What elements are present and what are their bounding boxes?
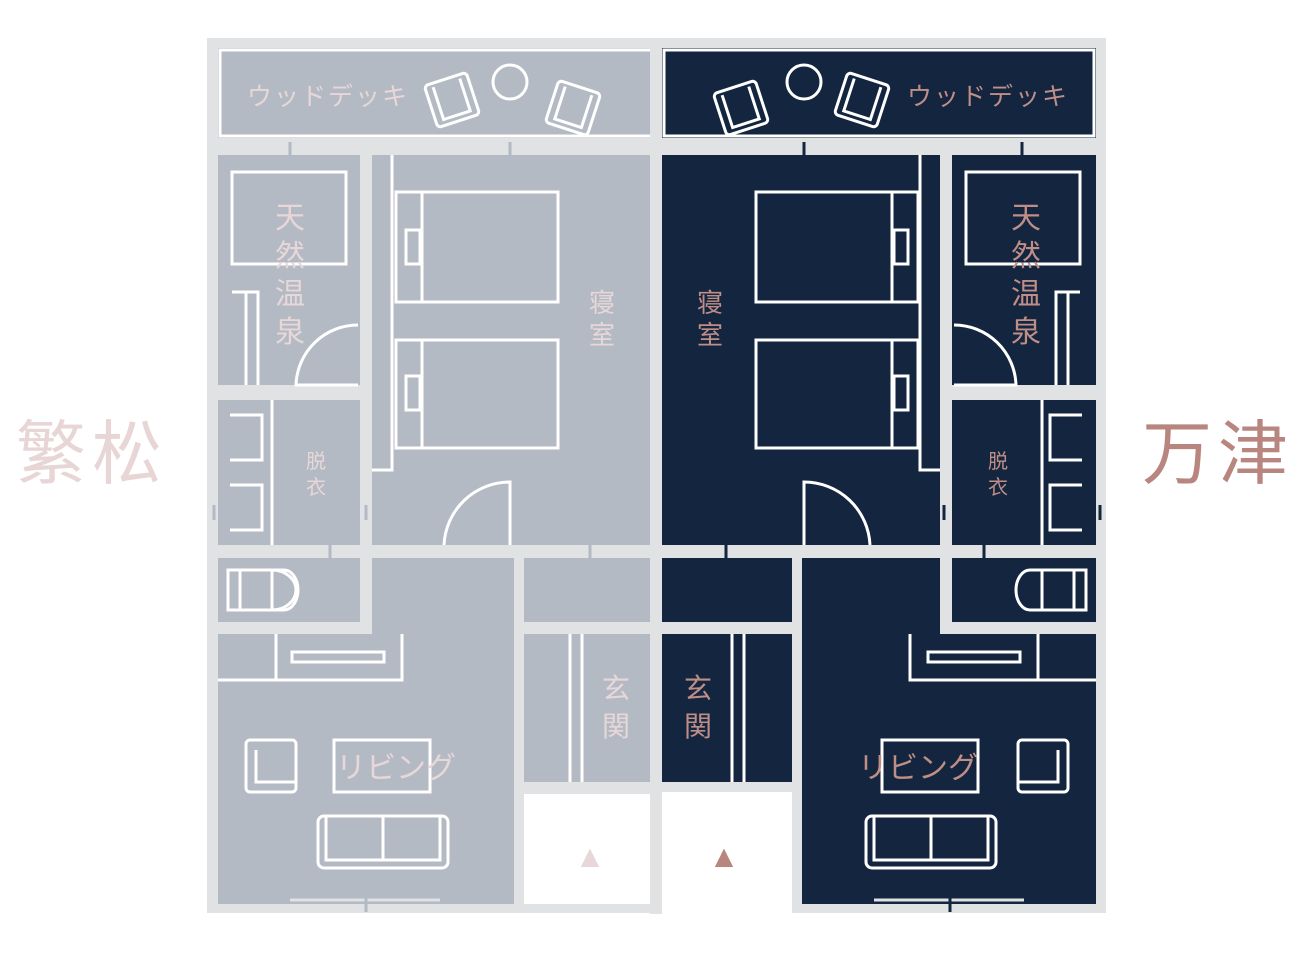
svg-text:関: 関 [684,710,712,743]
party-wall [650,38,662,914]
svg-text:脱: 脱 [988,449,1008,473]
right-entry-marker: ▲ [715,842,734,870]
left-onsen-label: 天 然 温 泉 [275,201,305,350]
svg-text:玄: 玄 [602,672,630,705]
svg-text:然: 然 [1011,239,1041,274]
right-living-label: リビング [858,751,978,786]
svg-text:温: 温 [1011,277,1041,312]
left-deck-label: ウッドデッキ [247,82,409,111]
svg-text:天: 天 [1011,201,1041,236]
svg-text:天: 天 [275,201,305,236]
svg-text:衣: 衣 [988,475,1008,499]
svg-text:室: 室 [589,321,615,351]
right-onsen-label: 天 然 温 泉 [1011,201,1041,350]
svg-text:然: 然 [275,239,305,274]
right-unit-name: 万津 [1142,413,1294,495]
left-dressing-label: 脱 衣 [306,449,326,499]
svg-text:寝: 寝 [589,289,615,319]
svg-text:衣: 衣 [306,475,326,499]
svg-text:玄: 玄 [684,672,712,705]
svg-text:関: 関 [602,710,630,743]
right-entrance-label: 玄 関 [684,672,712,743]
right-dressing-label: 脱 衣 [988,449,1008,499]
unit-left: ウッドデッキ 天 然 温 泉 脱 衣 寝 室 玄 関 リビング ▲ [207,38,662,913]
svg-text:泉: 泉 [1011,315,1041,350]
right-deck-label: ウッドデッキ [907,82,1069,111]
svg-text:温: 温 [275,277,305,312]
svg-text:寝: 寝 [697,289,723,319]
svg-text:脱: 脱 [306,449,326,473]
left-entrance-label: 玄 関 [602,672,630,743]
left-entry-marker: ▲ [581,842,600,870]
left-unit-name: 繁松 [16,413,168,495]
unit-right: ウッドデッキ 天 然 温 泉 脱 衣 寝 室 玄 関 リビング ▲ [654,38,1106,913]
left-bedroom-label: 寝 室 [589,289,615,351]
svg-text:泉: 泉 [275,315,305,350]
right-bedroom-label: 寝 室 [697,289,723,351]
left-living-label: リビング [336,751,456,786]
svg-text:室: 室 [697,321,723,351]
